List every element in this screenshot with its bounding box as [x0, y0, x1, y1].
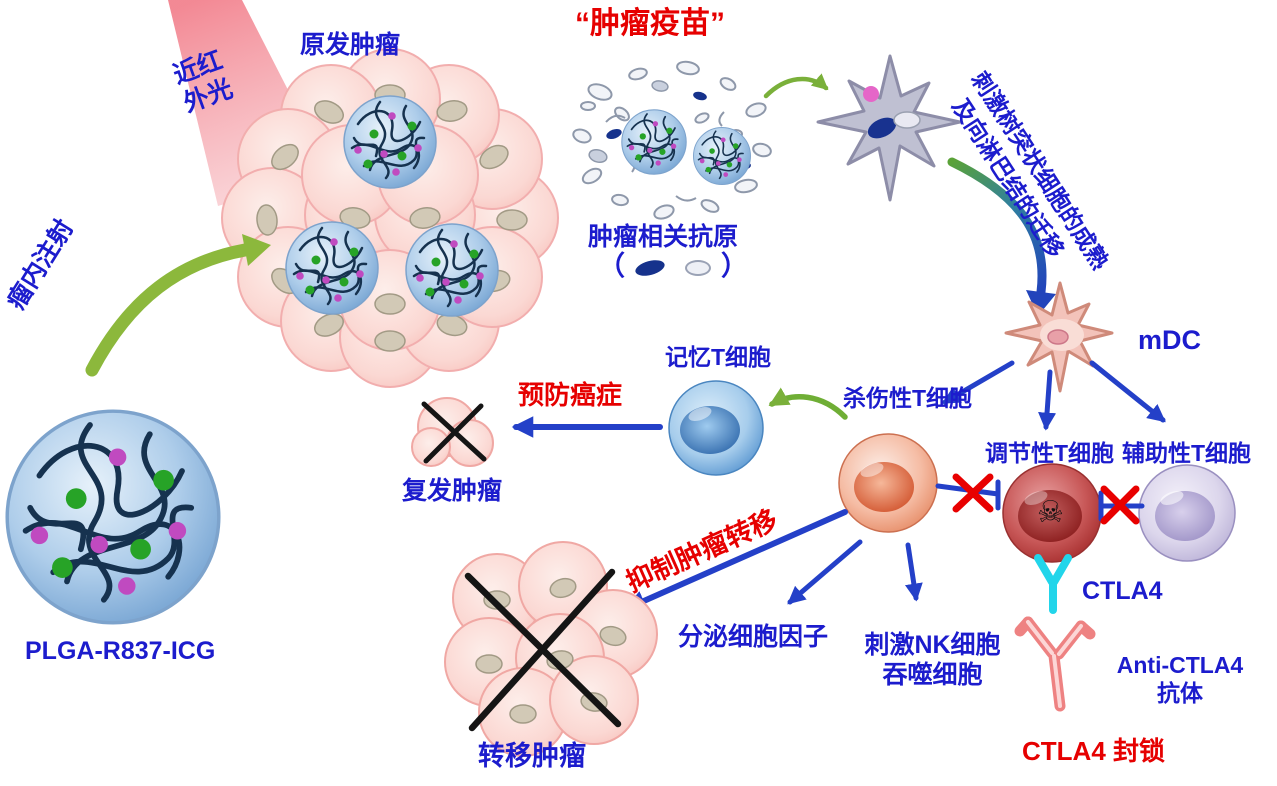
- killer-t-label: 杀伤性T细胞: [843, 385, 973, 411]
- regulatory-t-cell: [1002, 463, 1102, 563]
- killer-t-cell: [838, 433, 938, 533]
- helper-t-label: 辅助性T细胞: [1122, 440, 1252, 466]
- tumor-cell-nuclei: [256, 84, 528, 352]
- tumor-antigen-legend: （）: [598, 250, 748, 282]
- memory-t-label: 记忆T细胞: [665, 344, 772, 370]
- ctla4-receptor: [1034, 554, 1072, 614]
- dc-to-mdc-arrow: [947, 157, 1056, 316]
- ctla4-blockade-label: CTLA4 封锁: [1022, 736, 1166, 766]
- treg-label: 调节性T细胞: [985, 440, 1115, 466]
- dendritic-cell: [816, 54, 962, 202]
- antibody-line: 抗体: [1157, 679, 1203, 706]
- mdc-label: mDC: [1138, 325, 1202, 355]
- dc-adjuvant-dot: [863, 86, 879, 102]
- helper-t-cell: [1138, 464, 1236, 562]
- anti-ctla4-line: Anti-CTLA4: [1116, 652, 1244, 678]
- phagocytes-line: 吞噬细胞: [882, 661, 983, 689]
- nk-label: 刺激NK细胞 吞噬细胞: [850, 630, 1015, 690]
- killer-effector-arrows: [624, 509, 923, 611]
- plga-nanoparticle: [7, 411, 219, 623]
- antigen-gray-ellipse-icon: [685, 259, 711, 276]
- paren-close: ）: [721, 251, 748, 281]
- metastatic-tumor: [444, 541, 658, 757]
- nanoparticle-in-tumor: [284, 220, 380, 316]
- primary-tumor-label: 原发肿瘤: [300, 31, 401, 59]
- mdc-cell: [1004, 281, 1114, 393]
- memory-t-cell: [668, 380, 764, 476]
- inhibition-x-marks: [952, 473, 1140, 525]
- metastatic-tumor-x: [464, 568, 622, 732]
- nanoparticle-in-tumor: [404, 222, 500, 318]
- tumor-vaccine-debris: [572, 60, 772, 220]
- vaccine-to-dc-arrow: [763, 73, 829, 99]
- killer-to-memory-arrow: [768, 387, 848, 420]
- tumor-antigen-label: 肿瘤相关抗原: [588, 223, 739, 251]
- treg-skull-icon: ☠: [1037, 496, 1064, 529]
- dc-nucleus: [867, 117, 897, 139]
- mdc-arrows: [941, 360, 1166, 431]
- anti-ctla4-label: Anti-CTLA4 抗体: [1105, 652, 1255, 707]
- metastatic-tumor-label: 转移肿瘤: [478, 741, 586, 771]
- stimulate-nk-line: 刺激NK细胞: [864, 631, 1001, 659]
- ctla4-label: CTLA4: [1082, 577, 1163, 605]
- recurrent-tumor: [411, 397, 494, 467]
- mdc-nucleus: [1047, 329, 1069, 345]
- secrete-cytokines-label: 分泌细胞因子: [678, 623, 829, 651]
- plga-label: PLGA-R837-ICG: [25, 637, 216, 665]
- injection-arrow: [85, 234, 271, 377]
- paren-open: （: [598, 251, 625, 281]
- nanoparticle-in-tumor: [342, 94, 438, 190]
- prevent-cancer-label: 预防癌症: [518, 380, 623, 410]
- antigen-blue-ellipse-icon: [633, 257, 667, 279]
- anti-ctla4-antibody: [1014, 616, 1096, 712]
- recurrent-tumor-x: [421, 401, 487, 464]
- recurrent-tumor-label: 复发肿瘤: [402, 477, 503, 505]
- vaccine-title: “肿瘤疫苗”: [575, 7, 725, 40]
